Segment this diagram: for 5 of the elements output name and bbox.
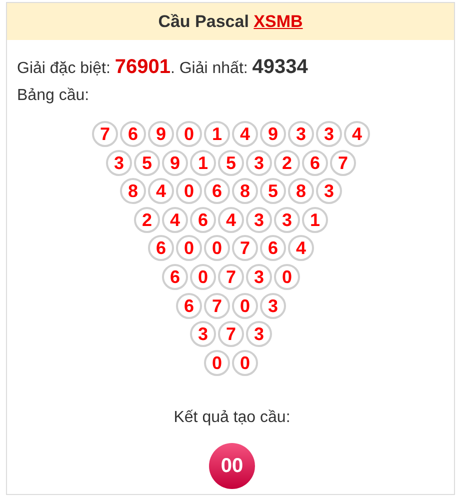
card-title: Cầu Pascal XSMB	[157, 12, 304, 32]
result-heading: Kết quả tạo cầu:	[174, 408, 290, 428]
title-link: XSMB	[254, 12, 303, 31]
table-heading: Bảng cầu:	[17, 86, 90, 106]
prize-info-text: Giải đặc biệt: 76901. Giải nhất: 49334	[17, 57, 308, 79]
